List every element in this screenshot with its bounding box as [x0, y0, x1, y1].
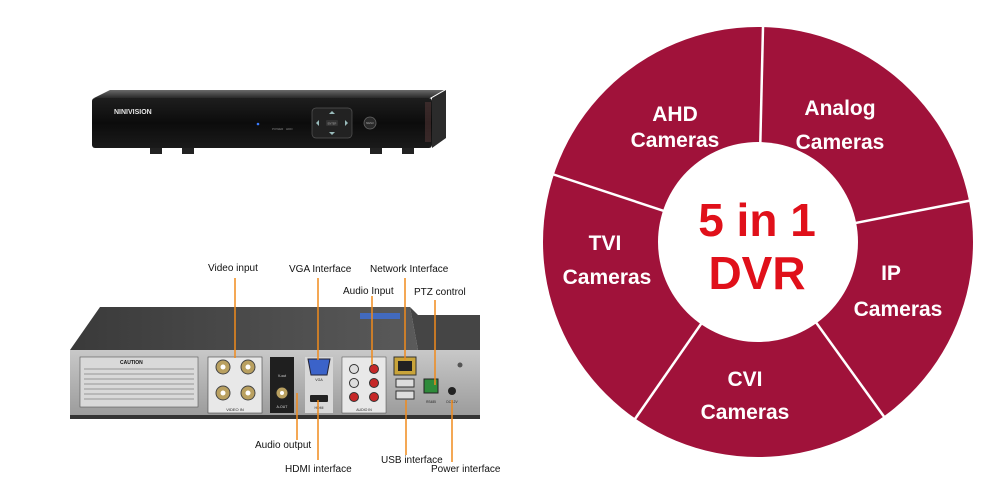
callout-video-input: Video input	[208, 263, 258, 274]
dvr-rear-top	[70, 307, 418, 350]
dvr-foot	[182, 148, 194, 154]
callout-power-interface: Power interface	[431, 464, 501, 475]
caution-sticker	[79, 356, 199, 408]
callout-network-interface: Network Interface	[370, 264, 449, 275]
vout-label: V-out	[278, 374, 286, 378]
center-subtitle: DVR	[708, 247, 805, 299]
usb-port-icon[interactable]	[395, 390, 415, 400]
segment-cvi-subtitle: Cameras	[701, 401, 790, 424]
nav-down-icon[interactable]	[329, 132, 335, 135]
segment-ip-subtitle: Cameras	[854, 298, 943, 321]
segment-cvi-title: CVI	[727, 368, 762, 391]
caution-title: CAUTION	[120, 360, 143, 366]
dvr-side	[432, 90, 446, 148]
dvr-foot	[150, 148, 162, 154]
aout-label: A-OUT	[277, 405, 289, 409]
rca-connector-icon[interactable]	[369, 392, 379, 402]
dvr-foot	[402, 148, 414, 154]
callout-audio-output: Audio output	[255, 440, 312, 451]
rca-connector-icon[interactable]	[349, 392, 359, 402]
hdmi-label: HDMI	[315, 406, 324, 410]
ground-screw-icon	[457, 362, 463, 368]
menu-button[interactable]	[363, 116, 377, 130]
video-in-label: VIDEO IN	[226, 407, 244, 412]
vga-label: VGA	[315, 378, 323, 382]
segment-tvi-title: TVI	[589, 232, 622, 255]
menu-label: MENU	[366, 121, 374, 125]
enter-label: ENTER	[328, 122, 337, 126]
callout-ptz-control: PTZ control	[414, 287, 466, 298]
dvr-front-top	[94, 90, 444, 98]
callout-hdmi-interface: HDMI interface	[285, 464, 352, 475]
callout-vga-interface: VGA Interface	[289, 264, 352, 275]
segment-ahd-subtitle: Cameras	[631, 129, 720, 152]
vga-port-icon[interactable]	[307, 358, 331, 376]
wheel-center	[658, 142, 858, 342]
segment-ahd-title: AHD	[652, 103, 698, 126]
rca-connector-icon[interactable]	[369, 364, 379, 374]
callout-usb-interface: USB interface	[381, 455, 443, 466]
rca-connector-icon[interactable]	[349, 364, 359, 374]
power-jack-icon[interactable]	[448, 387, 456, 395]
dvr-label-strip	[360, 313, 400, 319]
nav-right-icon[interactable]	[345, 120, 348, 126]
hdd-label: HDD	[286, 127, 293, 131]
dvr-front-image: NINIVISION POWER HDD ENTER MENU	[92, 90, 446, 154]
power-led-icon	[256, 122, 260, 126]
enter-button[interactable]	[326, 120, 338, 126]
usb-port-icon[interactable]	[395, 378, 415, 388]
callout-audio-input: Audio Input	[343, 286, 394, 297]
nav-up-icon[interactable]	[329, 111, 335, 114]
rs485-label: RS485	[426, 400, 436, 404]
segment-tvi-subtitle: Cameras	[563, 266, 652, 289]
segment-analog-subtitle: Cameras	[796, 131, 885, 154]
dvr-rear-image: CAUTION VIDEO IN V-out A-OUT VGA HDMI AU…	[70, 307, 480, 419]
vout-aout-panel	[270, 357, 294, 413]
hdmi-port-icon[interactable]	[310, 395, 328, 402]
segment-analog-title: Analog	[804, 97, 875, 120]
power-label: POWER	[272, 127, 284, 131]
five-in-one-wheel: 5 in 1 DVR AHD Cameras Analog Cameras IP…	[543, 26, 974, 457]
brand-logo: NINIVISION	[114, 109, 152, 116]
dvr-foot	[370, 148, 382, 154]
center-title: 5 in 1	[698, 194, 816, 246]
dvr-rear-base	[70, 415, 480, 419]
audio-in-label: AUDIO IN	[356, 408, 372, 412]
rca-connector-icon[interactable]	[349, 378, 359, 388]
rca-connector-icon[interactable]	[369, 378, 379, 388]
audio-in-panel	[341, 356, 387, 414]
segment-ip-title: IP	[881, 262, 901, 285]
nav-left-icon[interactable]	[316, 120, 319, 126]
